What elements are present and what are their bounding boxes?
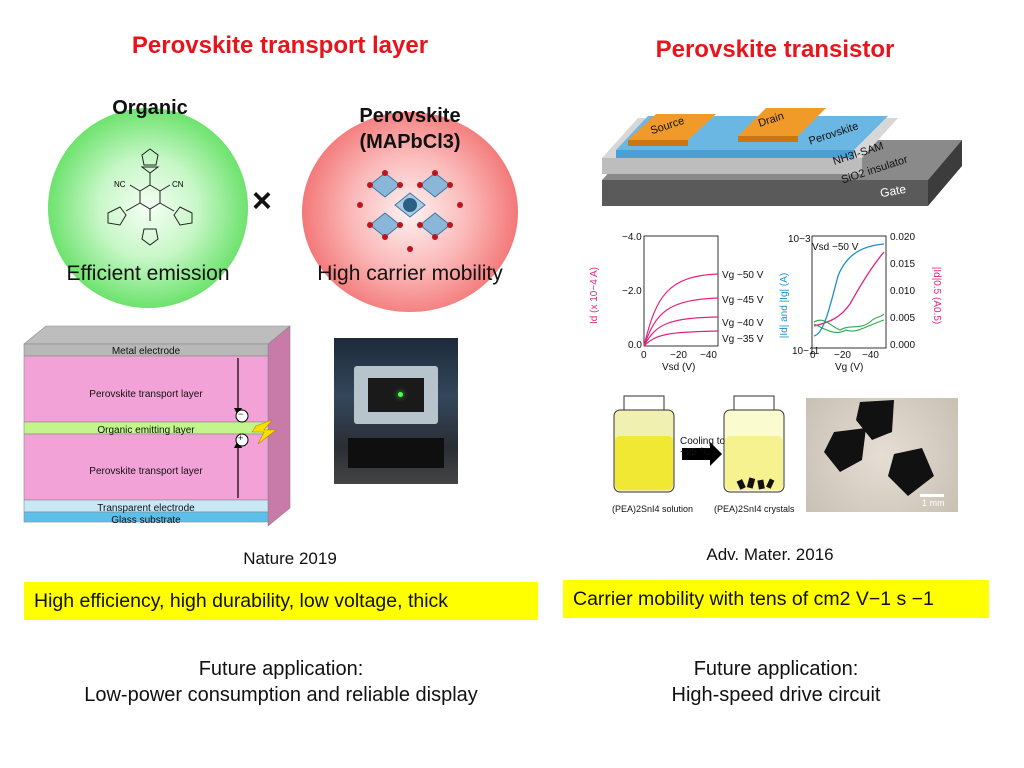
device-photo — [334, 338, 458, 484]
layer-organic-emitting: Organic emitting layer — [97, 425, 195, 436]
scale-bar-label: 1 mm — [922, 498, 945, 508]
multiply-sign: × — [252, 182, 272, 220]
plot1-curve-label-0: Vg −50 V — [722, 270, 764, 281]
plot1-ytick-1: −2.0 — [622, 286, 642, 297]
right-future-text: High-speed drive circuit — [671, 684, 881, 706]
perovskite-caption: High carrier mobility — [317, 262, 503, 285]
plot2-right-tick-3: 0.005 — [890, 313, 916, 324]
plot2-xlabel: Vg (V) — [835, 362, 864, 373]
curve-vg-35 — [643, 330, 719, 347]
plot2-xtick-1: −20 — [834, 350, 851, 361]
plot2-annotation: Vsd −50 V — [812, 242, 859, 253]
curve-vg-50 — [643, 273, 719, 347]
plot2-right-tick-0: 0.020 — [890, 232, 916, 243]
plot1-ylabel: Id (x 10−4 A) — [588, 267, 600, 324]
hole-plus-sign: + — [238, 433, 244, 443]
curve-ig-2 — [813, 319, 885, 333]
plot1-xlabel: Vsd (V) — [662, 362, 696, 373]
crystals-label: (PEA)2SnI4 crystals — [714, 504, 795, 514]
solution-label: (PEA)2SnI4 solution — [612, 504, 694, 514]
output-characteristics-plot — [643, 235, 719, 347]
layer-metal-electrode: Metal electrode — [111, 346, 181, 357]
layer-transparent-electrode: Transparent electrode — [97, 503, 195, 514]
crystal-growth-schematic — [613, 395, 785, 493]
plot2-ylabel-left: |Id| and |Ig| (A) — [779, 272, 791, 339]
plot1-curve-label-1: Vg −45 V — [722, 295, 764, 306]
curve-vg-45 — [643, 297, 719, 347]
crystal-photo: 1 mm — [806, 398, 958, 512]
plot2-right-tick-4: 0.000 — [890, 340, 916, 351]
plot1-xtick-2: −40 — [700, 350, 717, 361]
plot1-curve-label-3: Vg −35 V — [722, 334, 764, 345]
oled-device-diagram — [23, 325, 291, 527]
right-title: Perovskite transistor — [655, 36, 895, 63]
curve-id — [813, 243, 885, 337]
plot1-xtick-1: −20 — [670, 350, 687, 361]
organic-label: Organic — [112, 97, 188, 119]
perovskite-label: Perovskite — [359, 105, 461, 127]
right-citation: Adv. Mater. 2016 — [706, 545, 834, 564]
left-future-title: Future application: — [198, 658, 364, 680]
left-future-text: Low-power consumption and reliable displ… — [84, 684, 478, 706]
organic-caption: Efficient emission — [66, 262, 230, 285]
right-future-title: Future application: — [693, 658, 859, 680]
right-highlight-box: Carrier mobility with tens of cm2 V−1 s … — [563, 580, 989, 618]
plot1-ytick-0: −4.0 — [622, 232, 642, 243]
plot1-xtick-0: 0 — [641, 350, 647, 361]
curve-id-sqrt — [813, 251, 885, 327]
curve-ig — [813, 313, 885, 331]
left-title: Perovskite transport layer — [131, 32, 429, 59]
perovskite-formula: (MAPbCl3) — [359, 131, 461, 153]
nc-label: NC — [114, 180, 126, 189]
plot2-ylabel-right: |Id|0.5 (A0.5) — [931, 266, 943, 325]
plot2-left-tick-0: 10−3 — [788, 234, 811, 245]
molecule-structure: NC CN — [107, 148, 193, 246]
left-highlight-box: High efficiency, high durability, low vo… — [24, 582, 538, 620]
plot2-xtick-0: 0 — [810, 350, 816, 361]
left-citation: Nature 2019 — [243, 549, 337, 568]
transfer-characteristics-plot — [811, 235, 887, 349]
plot2-xtick-2: −40 — [862, 350, 879, 361]
cooling-label: Cooling to — [680, 436, 726, 447]
plot1-curve-label-2: Vg −40 V — [722, 318, 764, 329]
layer-transport-bottom: Perovskite transport layer — [89, 466, 203, 477]
crystal-structure-icon — [357, 170, 463, 252]
layer-transport-top: Perovskite transport layer — [89, 389, 203, 400]
cooling-temp: −25 °C — [680, 447, 711, 458]
plot2-right-tick-1: 0.015 — [890, 259, 916, 270]
layer-glass-substrate: Glass substrate — [111, 515, 181, 526]
electron-minus-sign: − — [238, 409, 244, 419]
plot2-left-tick-8: 10−11 — [792, 346, 820, 357]
transistor-stack-diagram — [602, 108, 962, 206]
cn-label: CN — [172, 180, 184, 189]
curve-vg-40 — [643, 316, 719, 347]
plot1-ytick-2: 0.0 — [628, 340, 642, 351]
plot2-right-tick-2: 0.010 — [890, 286, 916, 297]
